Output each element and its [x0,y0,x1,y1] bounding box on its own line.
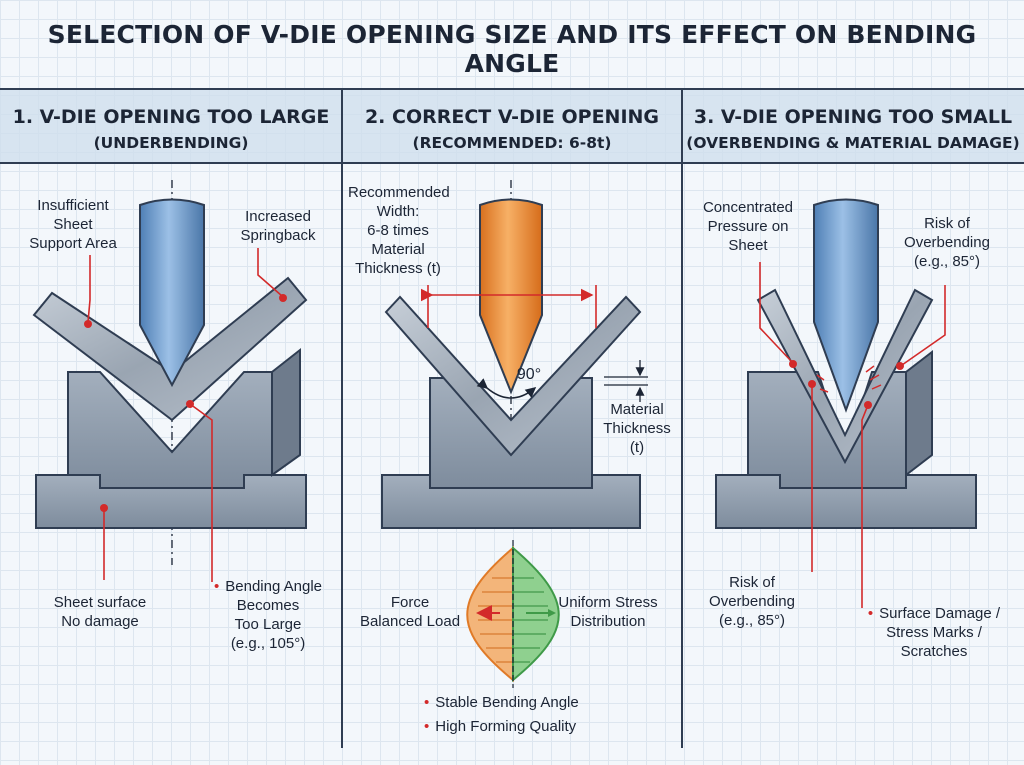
label-surface-damage: Surface Damage / Stress Marks / Scratche… [850,604,1018,661]
label-recommended-width: Recommended Width: 6-8 times Material Th… [348,184,450,277]
panel1-illustration [32,180,308,582]
leader-line [901,285,946,366]
leader-line [189,403,213,582]
leader-dot [864,401,872,409]
label-angle-90: 90° [516,366,542,383]
angle-arc [476,378,537,399]
label-concentrated-pressure: Concentrated Pressure on Sheet [702,199,794,254]
die-side [905,349,933,478]
label-stress: Uniform Stress Distribution [558,594,658,630]
label-forming-quality: High Forming Quality [424,717,644,736]
panels-frame: 1. V-DIE OPENING TOO LARGE (UNDERBENDING… [0,88,1024,750]
label-material-thickness: Material Thickness (t) [603,401,671,456]
leader-dot [84,320,92,328]
panel-heading: 1. V-DIE OPENING TOO LARGE [12,106,330,128]
label-risk-overbending-top: Risk of Overbending (e.g., 85°) [904,215,990,270]
panel2-illustration [381,180,648,688]
label-surface: Sheet surface No damage [53,594,147,630]
label-force: Force Balanced Load [359,594,461,630]
die-side [271,347,301,477]
leader-dot [186,400,194,408]
label-bending-angle: Bending Angle Becomes Too Large (e.g., 1… [198,577,338,653]
page-title: SELECTION OF V-DIE OPENING SIZE AND ITS … [47,20,977,78]
label-support-area: Insufficient Sheet Support Area [29,197,117,252]
leader-dot [896,362,904,370]
leader-line [759,262,793,363]
sheet-metal [384,295,642,457]
leader-line [861,404,869,608]
panel-subheading: (UNDERBENDING) [93,134,249,152]
leader-dot [100,504,108,512]
panel-header: 1. V-DIE OPENING TOO LARGE (UNDERBENDING… [0,90,342,164]
panel-header: 2. CORRECT V-DIE OPENING (RECOMMENDED: 6… [342,90,682,164]
punch [813,198,879,413]
v-die [67,371,273,489]
stress-arrowhead [548,609,556,617]
panel-divider [341,88,343,748]
panel-divider [681,88,683,748]
panel-subheading: (RECOMMENDED: 6-8t) [412,134,612,152]
label-stable-angle: Stable Bending Angle [424,693,644,712]
panel-correct: 2. CORRECT V-DIE OPENING (RECOMMENDED: 6… [342,90,682,750]
leader-line [87,255,91,323]
leader-dot [789,360,797,368]
panel-subheading: (OVERBENDING & MATERIAL DAMAGE) [686,134,1020,152]
panel3-illustration [715,198,977,608]
leader-dot [808,380,816,388]
label-risk-overbending-bottom: Risk of Overbending (e.g., 85°) [709,574,795,629]
panel-too-small: 3. V-DIE OPENING TOO SMALL (OVERBENDING … [682,90,1024,750]
panel-too-large: 1. V-DIE OPENING TOO LARGE (UNDERBENDING… [0,90,342,750]
stress-marks-icon [816,365,882,393]
panel-header: 3. V-DIE OPENING TOO SMALL (OVERBENDING … [682,90,1024,164]
leader-dot [279,294,287,302]
panel-heading: 3. V-DIE OPENING TOO SMALL [693,106,1013,128]
panel-heading: 2. CORRECT V-DIE OPENING [364,106,660,128]
leader-line [257,248,283,297]
sheet-metal [756,288,934,465]
punch [139,198,205,388]
label-springback: Increased Springback [240,208,316,244]
